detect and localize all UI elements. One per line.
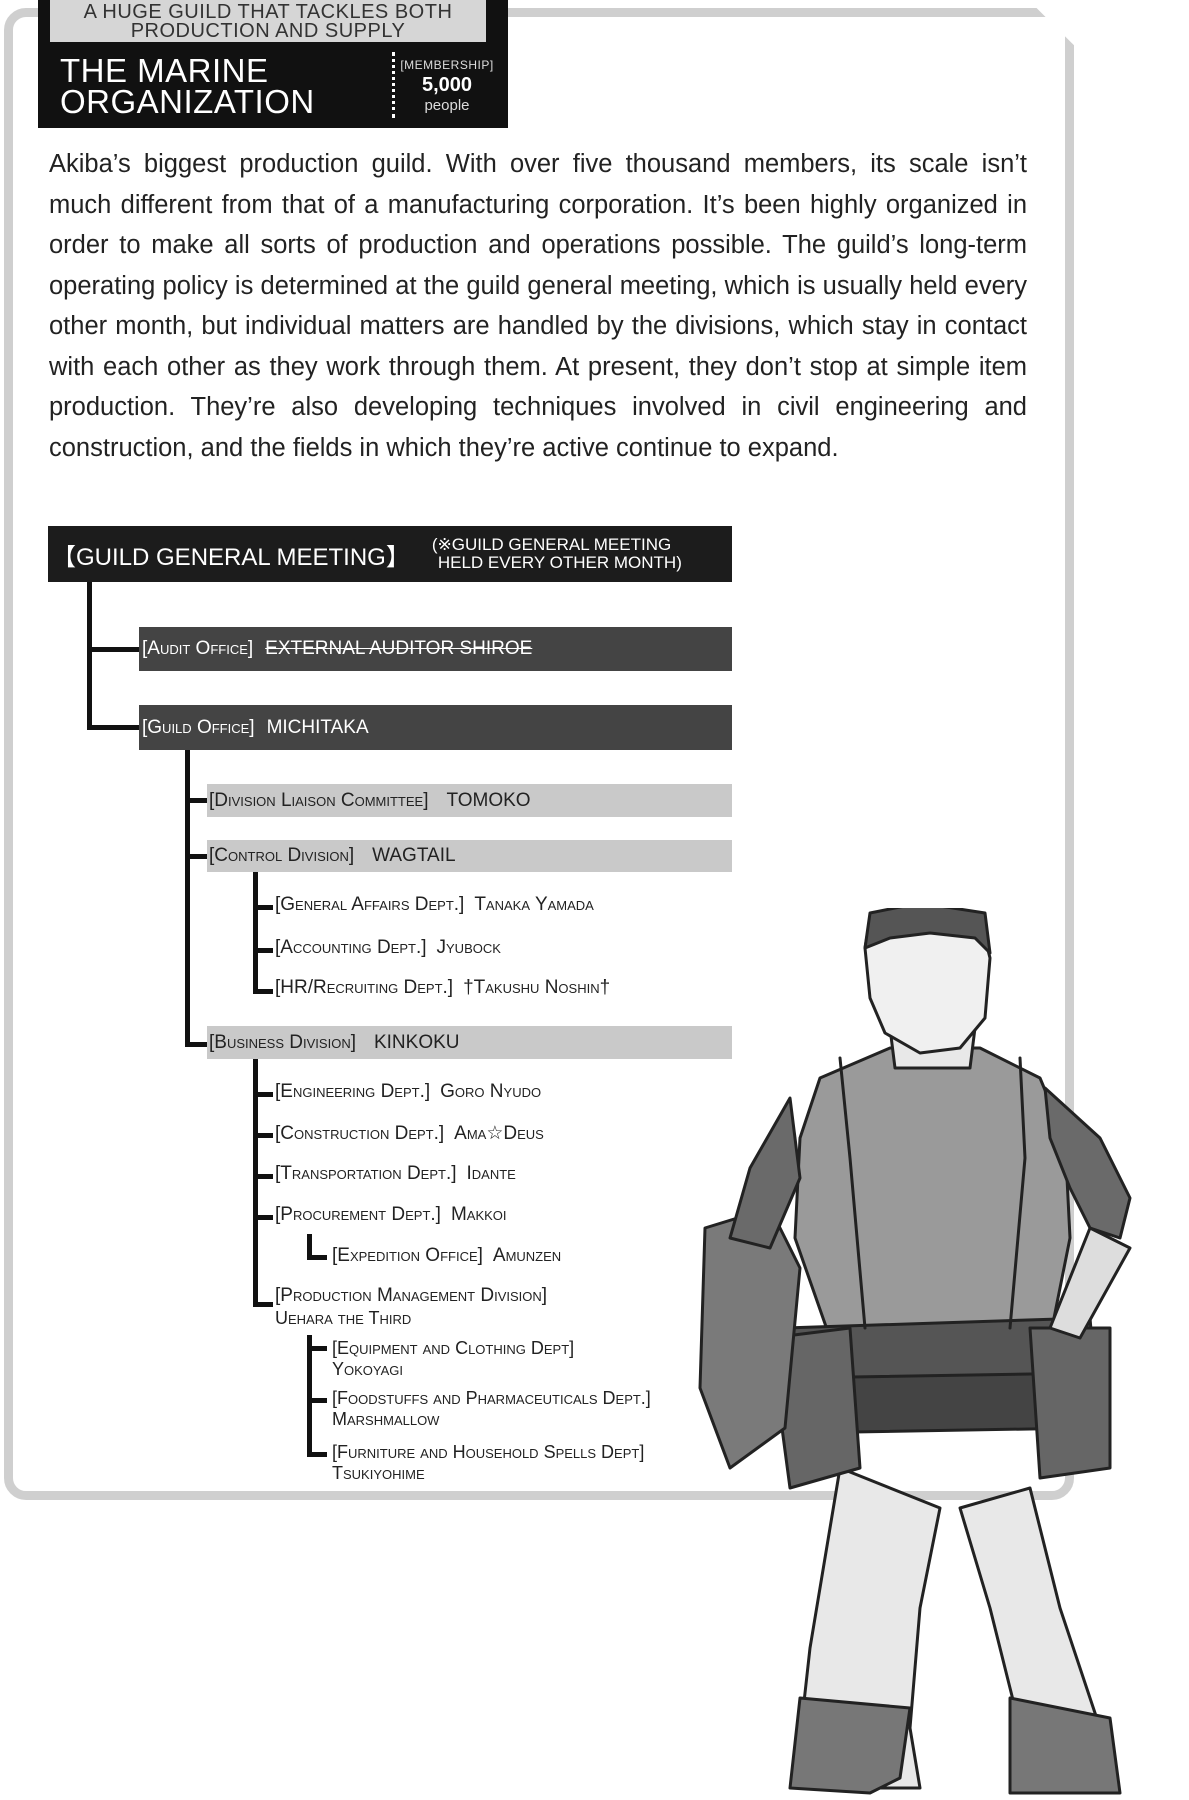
dept-label: [Equipment and Clothing Dept] [332, 1338, 575, 1358]
tree-line-foodstuffs [307, 1398, 327, 1403]
guild-subtitle: A HUGE GUILD THAT TACKLES BOTH PRODUCTIO… [50, 0, 486, 42]
tree-line-expedition-v [307, 1234, 312, 1260]
general-meeting-bar: 【GUILD GENERAL MEETING】 (※GUILD GENERAL … [48, 526, 732, 582]
tree-line-business [185, 1042, 207, 1047]
tree-line-business-depts [253, 1059, 258, 1307]
dept-label: [Foodstuffs and Pharmaceuticals Dept.] [332, 1388, 651, 1408]
business-division-head: KINKOKU [373, 1031, 460, 1053]
tree-line-accounting [253, 948, 273, 953]
business-division-bar: [Business Division] KINKOKU [207, 1026, 732, 1059]
liaison-bar: [Division Liaison Committee] TOMOKO [207, 784, 732, 817]
tree-line-procurement [253, 1215, 273, 1220]
membership-label: [MEMBERSHIP] [400, 58, 494, 72]
tree-line-level2 [185, 750, 190, 1047]
guild-title-line1: THE MARINE [60, 52, 269, 89]
control-division-head: WAGTAIL [372, 845, 456, 866]
transportation-dept: [Transportation Dept.] Idante [275, 1163, 516, 1185]
dept-label: [Construction Dept.] [275, 1123, 445, 1144]
dept-head: Tsukiyohime [332, 1463, 425, 1483]
dept-head: Idante [466, 1163, 516, 1184]
construction-dept: [Construction Dept.] Ama☆Deus [275, 1122, 544, 1145]
audit-office-head: EXTERNAL AUDITOR SHIROE [265, 638, 533, 659]
procurement-dept: [Procurement Dept.] Makkoi [275, 1204, 507, 1226]
tree-line-production [253, 1302, 273, 1307]
general-affairs-dept: [General Affairs Dept.] Tanaka Yamada [275, 894, 594, 916]
dept-label: [Production Management Division] [275, 1285, 548, 1306]
dept-head: Goro Nyudo [440, 1081, 542, 1102]
dept-head: Ama☆Deus [454, 1123, 544, 1144]
foodstuffs-pharmaceuticals-dept: [Foodstuffs and Pharmaceuticals Dept.] M… [332, 1388, 651, 1430]
tree-line-general-affairs [253, 905, 273, 910]
audit-office-bar: [Audit Office] EXTERNAL AUDITOR SHIROE [139, 627, 732, 671]
header-divider [392, 52, 395, 118]
tree-line-main [87, 582, 92, 730]
dept-head: Amunzen [492, 1245, 562, 1266]
business-division-label: [Business Division] [209, 1031, 356, 1053]
tree-line-audit [87, 647, 139, 652]
tree-line-production-depts [307, 1335, 312, 1457]
guild-title-line2: ORGANIZATION [60, 83, 315, 120]
furniture-household-spells-dept: [Furniture and Household Spells Dept] Ts… [332, 1442, 644, 1484]
dept-head: Yokoyagi [332, 1359, 404, 1379]
page-frame [4, 8, 1074, 1500]
dept-label: [Transportation Dept.] [275, 1163, 457, 1184]
dept-head: Marshmallow [332, 1409, 440, 1429]
dept-head: Jyubock [436, 937, 501, 958]
tree-line-construction [253, 1133, 273, 1138]
general-meeting-note-line2: HELD EVERY OTHER MONTH) [437, 553, 682, 572]
general-meeting-note-line1: (※GUILD GENERAL MEETING [431, 535, 672, 554]
control-division-label: [Control Division] [209, 845, 355, 866]
tree-line-engineering [253, 1092, 273, 1097]
engineering-dept: [Engineering Dept.] Goro Nyudo [275, 1081, 541, 1103]
tree-line-liaison [185, 798, 207, 803]
tree-line-control [185, 854, 207, 859]
general-meeting-label: 【GUILD GENERAL MEETING】 [52, 543, 410, 571]
dept-label: [Furniture and Household Spells Dept] [332, 1442, 645, 1462]
dept-head: Tanaka Yamada [474, 894, 594, 915]
tree-line-equipment [307, 1346, 327, 1351]
production-management-division: [Production Management Division] Uehara … [275, 1285, 547, 1329]
dept-label: [Procurement Dept.] [275, 1204, 441, 1225]
tree-line-control-depts [253, 872, 258, 994]
expedition-office: [Expedition Office] Amunzen [332, 1245, 561, 1267]
dept-label: [HR/Recruiting Dept.] [275, 977, 454, 998]
dept-label: [Engineering Dept.] [275, 1081, 431, 1102]
guild-office-head: MICHITAKA [266, 716, 369, 738]
dept-head: Uehara the Third [275, 1308, 412, 1328]
membership-unit: people [424, 97, 470, 114]
dept-head: †Takushu Noshin† [463, 977, 611, 998]
tree-line-expedition [307, 1255, 327, 1260]
liaison-head: TOMOKO [446, 789, 531, 811]
dept-head: Makkoi [450, 1204, 507, 1225]
dept-label: [Accounting Dept.] [275, 937, 427, 958]
accounting-dept: [Accounting Dept.] Jyubock [275, 937, 501, 959]
tree-line-transportation [253, 1174, 273, 1179]
control-division-bar: [Control Division] WAGTAIL [207, 840, 732, 872]
guild-title: THE MARINE ORGANIZATION [60, 52, 315, 120]
guild-office-label: [Guild Office] [142, 716, 255, 738]
hr-recruiting-dept: [HR/Recruiting Dept.] †Takushu Noshin† [275, 977, 610, 999]
tree-line-hr [253, 989, 273, 994]
general-meeting-note: (※GUILD GENERAL MEETING HELD EVERY OTHER… [432, 536, 682, 572]
tree-line-furniture [307, 1452, 327, 1457]
liaison-label: [Division Liaison Committee] [209, 789, 429, 811]
character-illustration [698, 908, 1132, 1795]
membership-count: 5,000 [421, 74, 473, 96]
guild-office-bar: [Guild Office] MICHITAKA [139, 705, 732, 750]
equipment-clothing-dept: [Equipment and Clothing Dept] Yokoyagi [332, 1338, 574, 1380]
guild-description: Akiba’s biggest production guild. With o… [49, 150, 1027, 462]
audit-office-label: [Audit Office] [142, 638, 254, 659]
membership-box: [MEMBERSHIP] 5,000 people [398, 58, 496, 114]
tree-line-guild-office [87, 725, 139, 730]
dept-label: [Expedition Office] [332, 1245, 483, 1266]
dept-label: [General Affairs Dept.] [275, 894, 465, 915]
